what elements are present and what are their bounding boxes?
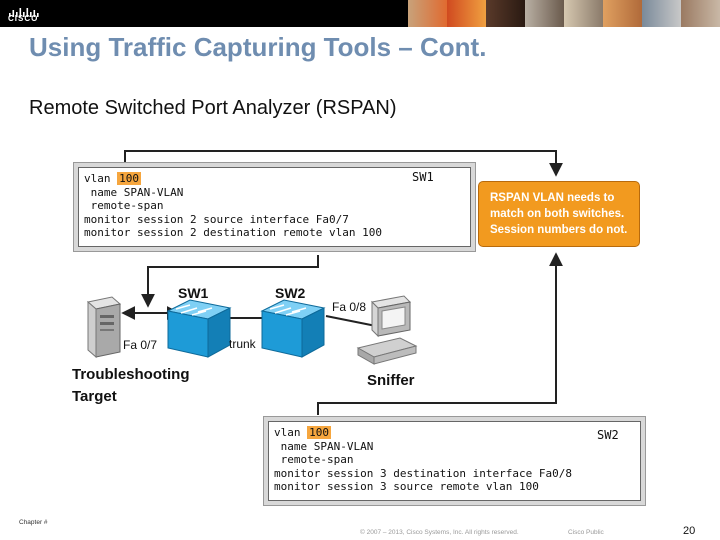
footer-classification: Cisco Public — [568, 529, 604, 536]
footer-copyright: © 2007 – 2013, Cisco Systems, Inc. All r… — [360, 529, 519, 536]
header-bar: CISCO — [0, 0, 720, 27]
note-line: match on both switches. — [490, 208, 625, 220]
target-label-line1: Troubleshooting — [72, 366, 190, 383]
switch1-label: SW1 — [178, 285, 209, 301]
config-line: remote-span — [274, 453, 354, 466]
config-line: remote-span — [84, 199, 164, 212]
server-icon — [86, 296, 122, 359]
slide-subtitle: Remote Switched Port Analyzer (RSPAN) — [29, 97, 397, 119]
trunk-label: trunk — [229, 337, 256, 351]
port-fa08-label: Fa 0/8 — [332, 300, 367, 314]
note-line: Session numbers do not. — [490, 224, 628, 236]
arrow-sw1-config-to-note — [124, 150, 563, 177]
switch2-label: SW2 — [275, 285, 306, 301]
switch1-icon — [166, 299, 232, 358]
page-number: 20 — [683, 525, 696, 537]
slide-title: Using Traffic Capturing Tools – Cont. — [29, 32, 487, 62]
sw2-config-box: vlan 100 name SPAN-VLAN remote-span moni… — [268, 421, 641, 501]
rspan-note: RSPAN VLAN needs to match on both switch… — [478, 181, 640, 247]
config-line: name SPAN-VLAN — [274, 439, 374, 453]
sw1-config-label: SW1 — [412, 170, 434, 184]
cisco-logo-icon — [9, 8, 39, 17]
sw1-config-box: vlan 100 name SPAN-VLAN remote-span moni… — [78, 167, 471, 247]
config-line: name SPAN-VLAN — [84, 185, 184, 199]
arrow-sw1-config-to-switch — [141, 255, 319, 308]
config-line: monitor session 2 destination remote vla… — [84, 226, 383, 239]
header-photo-strip — [408, 0, 720, 27]
config-line: vlan 100 — [84, 172, 141, 185]
vlan-highlight: 100 — [117, 172, 141, 185]
sniffer-label: Sniffer — [367, 372, 415, 389]
config-line: monitor session 2 source interface Fa0/7 — [84, 212, 349, 226]
config-line: vlan 100 — [274, 426, 331, 439]
vlan-highlight: 100 — [307, 426, 331, 439]
arrow-sw2-config-to-note — [317, 252, 563, 415]
target-label-line2: Target — [72, 388, 117, 405]
config-line: monitor session 3 source remote vlan 100 — [274, 480, 539, 493]
switch2-icon — [260, 299, 326, 358]
footer-chapter: Chapter # — [19, 519, 48, 526]
logo-text: CISCO — [8, 14, 39, 23]
link-sw2-sniffer — [325, 315, 377, 327]
config-line: monitor session 3 destination interface … — [274, 466, 573, 480]
port-fa07-label: Fa 0/7 — [123, 338, 158, 352]
sniffer-workstation-icon — [356, 295, 418, 365]
sw2-config-label: SW2 — [597, 428, 619, 442]
note-line: RSPAN VLAN needs to — [490, 192, 615, 204]
